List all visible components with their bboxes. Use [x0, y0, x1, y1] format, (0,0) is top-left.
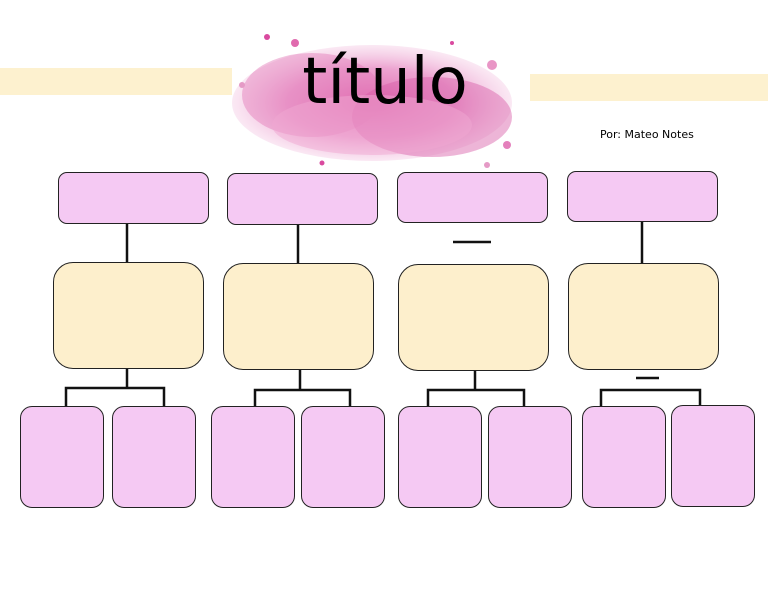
watercolor-splash	[232, 34, 512, 168]
right-decorative-band	[530, 74, 768, 101]
page-title: título	[302, 45, 468, 119]
leaf-box-8	[671, 405, 755, 507]
left-decorative-band	[0, 68, 232, 95]
leaf-box-3	[211, 406, 295, 508]
header-box-2	[227, 173, 378, 225]
leaf-box-2	[112, 406, 196, 508]
header-box-4	[567, 171, 718, 222]
header-box-1	[58, 172, 209, 224]
leaf-box-4	[301, 406, 385, 508]
middle-box-4	[568, 263, 719, 370]
leaf-box-6	[488, 406, 572, 508]
leaf-box-7	[582, 406, 666, 508]
leaf-box-5	[398, 406, 482, 508]
leaf-box-1	[20, 406, 104, 508]
middle-box-2	[223, 263, 374, 370]
middle-box-1	[53, 262, 204, 369]
author-credit: Por: Mateo Notes	[600, 128, 694, 141]
header-box-3	[397, 172, 548, 223]
middle-box-3	[398, 264, 549, 371]
